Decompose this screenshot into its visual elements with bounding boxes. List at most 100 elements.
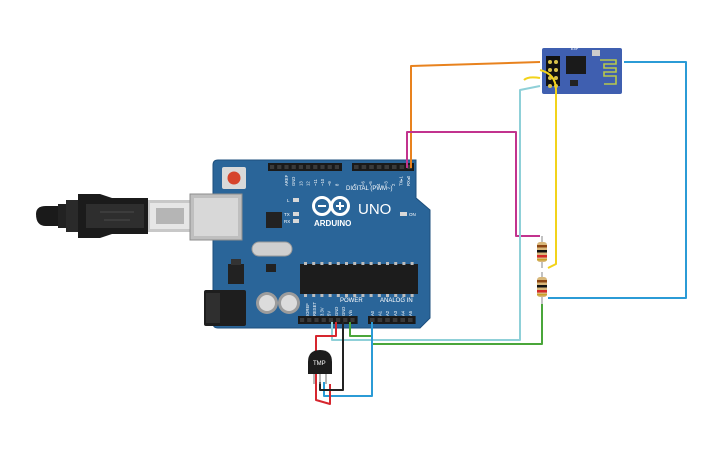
brand-label: ARDUINO [314, 219, 351, 228]
pin-label: ~5 [368, 181, 373, 186]
resistor-2 [537, 272, 547, 304]
digital-header-pin[interactable] [407, 165, 412, 169]
power-pins-label: POWER [340, 298, 363, 304]
tmp-temperature-sensor: TMP [308, 350, 332, 384]
microcontroller-chip [300, 264, 418, 294]
crystal-oscillator [251, 241, 293, 257]
capacitors [256, 292, 300, 314]
pin-label: Vin [348, 309, 353, 316]
wire-orange[interactable] [410, 61, 541, 168]
pin-label: 12 [306, 181, 311, 186]
top-header-pin[interactable] [320, 165, 325, 169]
on-led [400, 212, 407, 216]
pin-label: 3.3V [319, 307, 324, 316]
l-led-label: L [287, 198, 290, 203]
rx-led-label: RX [284, 219, 290, 224]
resistor-1 [537, 236, 547, 268]
analog-header-pin[interactable] [392, 318, 398, 322]
pin-label: AREF [284, 174, 289, 186]
top-header-pin[interactable] [270, 165, 275, 169]
pin-label: ~3 [383, 181, 388, 186]
tmp-label: TMP [313, 361, 326, 367]
power-header-pin[interactable] [307, 318, 312, 322]
top-header-pin[interactable] [313, 165, 318, 169]
digital-header-pin[interactable] [354, 165, 359, 169]
top-header-pin[interactable] [284, 165, 289, 169]
arduino-uno-board: ARDUINO UNO DIGITAL (PWM~) POWER ANALOG … [189, 159, 431, 329]
esp8266-wifi-module: ESP [542, 46, 622, 94]
power-header-pin[interactable] [328, 318, 333, 322]
pin-label: IOREF [305, 303, 310, 316]
digital-header-pin[interactable] [376, 165, 382, 169]
pin-label: A2 [385, 310, 390, 316]
on-led-label: ON [409, 212, 416, 217]
analog-header-pin[interactable] [400, 318, 405, 322]
pin-label: 13 [298, 181, 303, 186]
pin-label: 5V [327, 311, 332, 316]
pin-label: 2 [391, 183, 396, 186]
wire-lightblue[interactable] [331, 85, 541, 341]
tx-led-label: TX [284, 212, 290, 217]
pin-label: A3 [393, 310, 398, 316]
pin-label: ~6 [361, 181, 366, 186]
top-header-pin[interactable] [306, 165, 311, 169]
top-header-pin[interactable] [277, 165, 282, 169]
digital-header-pin[interactable] [369, 165, 374, 169]
top-header-pin[interactable] [298, 165, 303, 169]
power-header-pin[interactable] [343, 318, 348, 322]
power-header-pin[interactable] [336, 318, 341, 322]
power-header-pin[interactable] [314, 318, 319, 322]
pin-label: A5 [408, 310, 413, 316]
rx-led [293, 219, 299, 223]
svg-text:ESP: ESP [571, 46, 579, 51]
pin-label: GND [341, 307, 346, 316]
digital-header-pin[interactable] [392, 165, 397, 169]
pin-label: 7 [353, 183, 358, 186]
pin-label: 8 [334, 183, 339, 186]
analog-header-pin[interactable] [408, 318, 413, 322]
pin-label: GND [291, 177, 296, 186]
power-header-pin[interactable] [321, 318, 326, 322]
pin-label: A4 [400, 310, 405, 316]
pin-label: RX◂0 [406, 175, 411, 186]
pin-label: GND [334, 307, 339, 316]
digital-header-pin[interactable] [384, 165, 389, 169]
digital-header-pin[interactable] [399, 165, 405, 169]
pin-label: ~9 [327, 181, 332, 186]
analog-header-pin[interactable] [370, 318, 375, 322]
pin-label: RESET [312, 302, 317, 316]
digital-header-pin[interactable] [361, 165, 367, 169]
power-header-pin[interactable] [300, 318, 305, 322]
wire-yellow[interactable] [539, 69, 557, 269]
wire-magenta[interactable] [406, 131, 540, 237]
usb-cable [36, 194, 192, 238]
wire-yellow-esp-pin[interactable] [523, 76, 541, 81]
digital-header[interactable] [268, 163, 414, 171]
pin-label: 4 [376, 183, 381, 186]
antenna-trace [600, 59, 617, 85]
top-header-pin[interactable] [291, 165, 296, 169]
model-label: UNO [358, 201, 391, 218]
l-led [293, 198, 299, 202]
analog-pins-label: ANALOG IN [380, 298, 413, 304]
top-header-pin[interactable] [327, 165, 332, 169]
pin-label: ~10 [320, 178, 325, 186]
top-header-pin[interactable] [334, 165, 339, 169]
usb-interface-chip [266, 212, 282, 228]
voltage-regulator [228, 264, 244, 284]
analog-header-pin[interactable] [385, 318, 390, 322]
digital-pins-label: DIGITAL (PWM~) [346, 186, 393, 192]
power-header-pin[interactable] [350, 318, 355, 322]
power-header[interactable] [298, 316, 358, 324]
analog-header[interactable] [368, 316, 416, 324]
wire-black[interactable] [319, 322, 344, 391]
analog-header-pin[interactable] [377, 318, 383, 322]
pin-label: A0 [370, 310, 375, 316]
wire-blue-esp[interactable] [548, 61, 687, 299]
wires [315, 61, 687, 405]
arduino-logo [312, 196, 350, 216]
